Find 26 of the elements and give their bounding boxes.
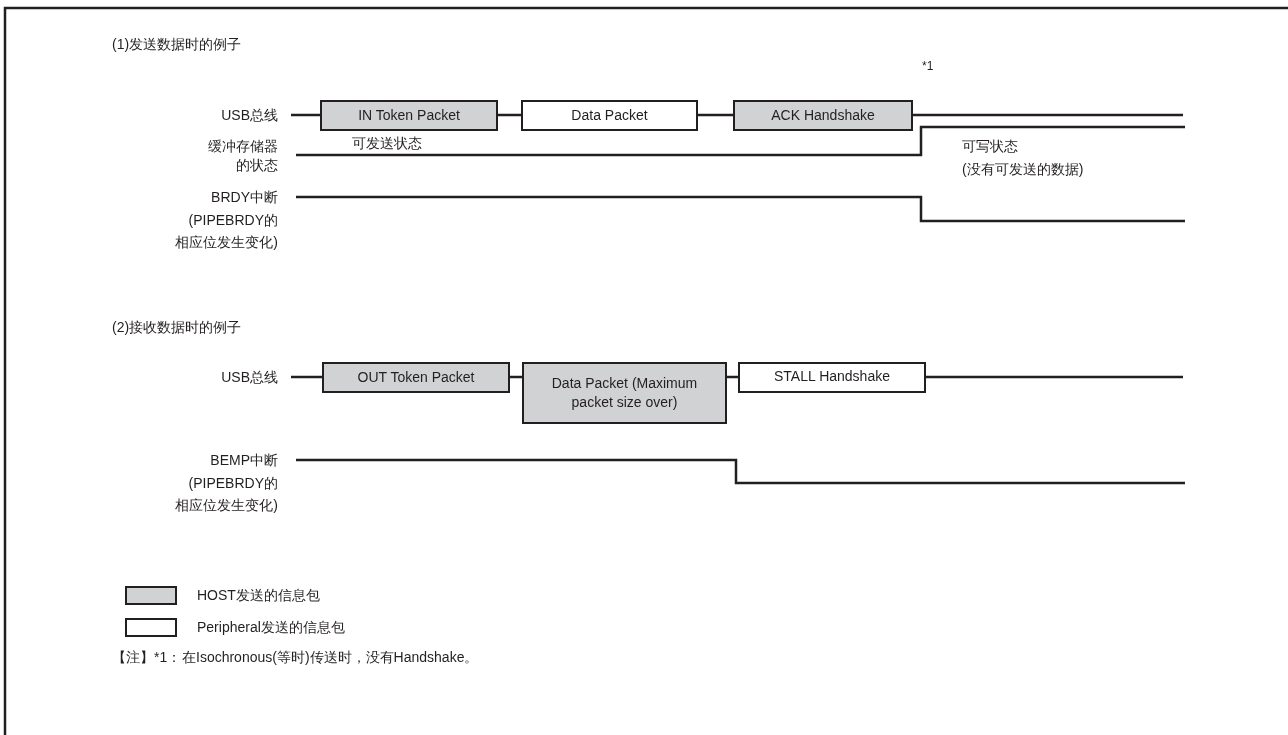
signal-label: BRDY中断(PIPEBRDY的相应位发生变化) [174, 188, 278, 252]
bus-line [291, 375, 322, 379]
signal-label: BEMP中断(PIPEBRDY的相应位发生变化) [174, 451, 278, 515]
packet-box: STALL Handshake [738, 362, 926, 393]
legend-label: Peripheral发送的信息包 [197, 618, 345, 637]
footnote-mark: *1 [922, 58, 934, 75]
bus-line [291, 113, 320, 117]
bus-line [913, 113, 1183, 117]
bus-line [926, 375, 1183, 379]
section-heading: (1)发送数据时的例子 [112, 35, 242, 53]
signal-label: USB总线 [221, 368, 278, 386]
bus-line [698, 113, 733, 117]
legend-label: HOST发送的信息包 [197, 586, 320, 605]
packet-box: Data Packet (Maximum packet size over) [522, 362, 727, 424]
packet-box: Data Packet [521, 100, 698, 131]
packet-box: IN Token Packet [320, 100, 498, 131]
section-heading: (2)接收数据时的例子 [112, 318, 242, 336]
signal-label: USB总线 [221, 106, 278, 124]
state-label: (没有可发送的数据) [962, 160, 1084, 178]
signal-label: 缓冲存储器的状态 [207, 137, 278, 175]
bus-line [498, 113, 521, 117]
note-text: 在Isochronous(等时)传送时，没有Handshake。 [182, 648, 479, 666]
state-label: 可写状态 [962, 137, 1018, 155]
note-mark: 【注】*1： [112, 648, 182, 666]
packet-box: OUT Token Packet [322, 362, 510, 393]
packet-box: ACK Handshake [733, 100, 913, 131]
